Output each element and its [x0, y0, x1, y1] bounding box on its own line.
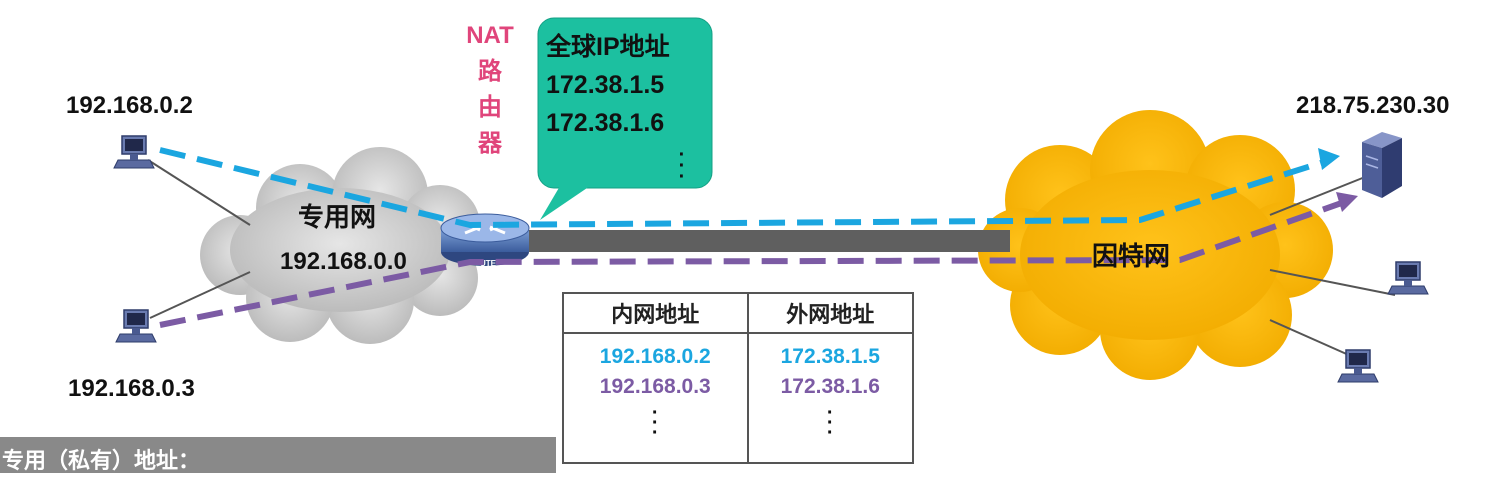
private-network-cloud [200, 147, 480, 344]
callout-address: 172.38.1.5 [546, 71, 665, 99]
external-address-cell: 172.38.1.5 172.38.1.6 ··· [746, 333, 915, 463]
callout-ellipsis: ··· [678, 144, 686, 188]
router-char: 由 [478, 94, 502, 121]
svg-text:UTE: UTE [480, 259, 497, 268]
router-to-internet-link [510, 230, 1010, 252]
router-char: 路 [478, 58, 502, 85]
table-ellipsis: ··· [826, 402, 834, 444]
pc-icon[interactable] [1337, 349, 1379, 383]
flow-blue [159, 147, 1331, 229]
callout-title: 全球IP地址 [546, 33, 670, 61]
pc-icon[interactable] [113, 135, 155, 169]
flow-blue-arrowhead [1318, 148, 1340, 170]
router-char: 器 [478, 130, 502, 157]
footer-bar: 专用（私有）地址： [0, 437, 556, 473]
pc-icon[interactable] [1387, 261, 1429, 295]
external-address: 172.38.1.5 [780, 345, 880, 368]
table-header-external: 外网地址 [746, 292, 915, 334]
global-ip-callout [537, 17, 713, 220]
pc-b-ip-label: 192.168.0.3 [68, 375, 195, 402]
pc-a-ip-label: 192.168.0.2 [66, 92, 193, 119]
nat-title: NAT [466, 22, 514, 49]
nat-router-label: NAT 路 由 器 [460, 18, 520, 162]
footer-text: 专用（私有）地址： [2, 448, 201, 473]
private-network-label: 专用网 [298, 202, 377, 232]
external-address: 172.38.1.6 [780, 375, 880, 398]
host-links [147, 159, 1396, 361]
pc-icon[interactable] [115, 309, 157, 343]
internal-address: 192.168.0.3 [599, 375, 711, 398]
flow-purple-arrowhead [1336, 192, 1358, 212]
flow-purple [159, 197, 1351, 328]
internal-address-cell: 192.168.0.2 192.168.0.3 ··· [562, 333, 749, 463]
internet-cloud [978, 110, 1333, 380]
internal-address: 192.168.0.2 [599, 345, 711, 368]
private-network-address: 192.168.0.0 [280, 248, 407, 275]
table-header-internal: 内网地址 [562, 292, 749, 334]
callout-content: 全球IP地址 172.38.1.5 172.38.1.6 [546, 28, 670, 142]
internet-label: 因特网 [1092, 241, 1171, 271]
server-ip-label: 218.75.230.30 [1296, 92, 1450, 119]
callout-address: 172.38.1.6 [546, 109, 665, 137]
nat-translation-table: 内网地址 外网地址 192.168.0.2 192.168.0.3 ··· 17… [562, 292, 915, 464]
table-ellipsis: ··· [651, 402, 659, 444]
server-icon[interactable] [1362, 132, 1402, 198]
